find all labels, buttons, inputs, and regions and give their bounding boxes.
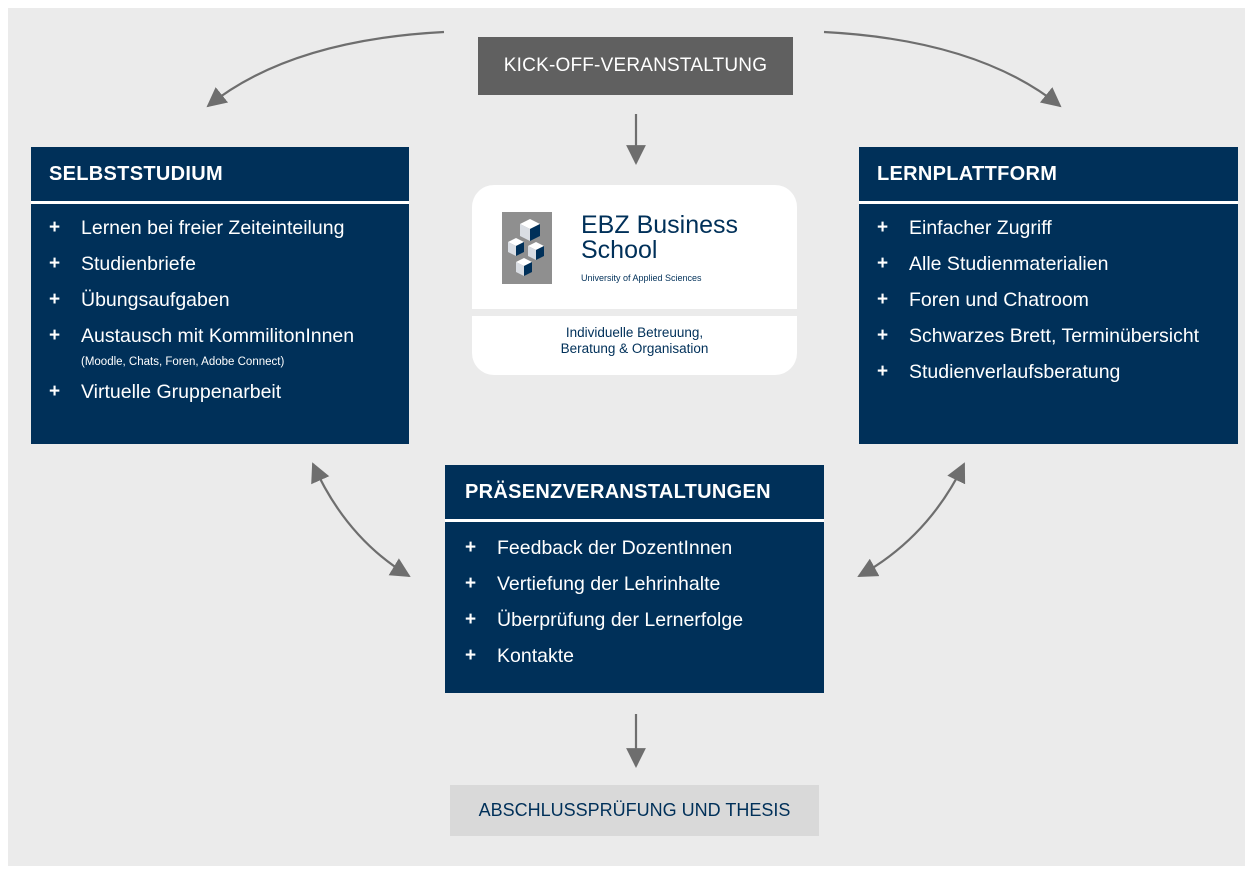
list-item-note: (Moodle, Chats, Foren, Adobe Connect) — [81, 356, 285, 368]
card-caption-line1: Individuelle Betreuung, — [565, 325, 704, 340]
final-exam-label: ABSCHLUSSPRÜFUNG UND THESIS — [478, 800, 791, 820]
logo-title: EBZ Business School — [581, 213, 738, 263]
selbststudium-box: SELBSTSTUDIUM + Lernen bei freier Zeitein… — [31, 147, 409, 444]
kickoff-label: KICK-OFF-VERANSTALTUNG — [503, 55, 768, 76]
lernplattform-box: LERNPLATTFORM + Einfacher Zugriff + Alle S… — [859, 147, 1238, 444]
list-item-label: Studienbriefe — [81, 253, 196, 275]
list-item-label: Vertiefung der Lehrinhalte — [497, 573, 721, 595]
plus-icon: + — [465, 645, 477, 666]
list-item: + Einfacher Zugriff — [877, 216, 1238, 240]
selbststudium-list: + Lernen bei freier Zeiteinteilung + Studi… — [31, 204, 409, 404]
list-item-label: Austausch mit KommilitonInnen — [81, 325, 355, 347]
plus-icon: + — [465, 609, 477, 630]
plus-icon: + — [877, 361, 889, 382]
lernplattform-title: LERNPLATTFORM — [859, 147, 1238, 204]
list-item: + Studienverlaufsberatung — [877, 360, 1238, 384]
plus-icon: + — [465, 537, 477, 558]
list-item: + Lernen bei freier Zeiteinteilung — [49, 216, 409, 240]
praesenzveranstaltungen-box: PRÄSENZVERANSTALTUNGEN + Feedback der Doz… — [445, 465, 824, 693]
logo-area: EBZ Business School University of Applie… — [472, 185, 797, 309]
plus-icon: + — [877, 289, 889, 310]
list-item-label: Virtuelle Gruppenarbeit — [81, 381, 282, 403]
list-item: + Vertiefung der Lehrinhalte — [465, 572, 824, 596]
logo-title-line1: EBZ Business — [581, 211, 739, 239]
card-caption: Individuelle Betreuung, Beratung & Organ… — [472, 325, 797, 357]
list-item: + Feedback der DozentInnen — [465, 536, 824, 560]
kickoff-box: KICK-OFF-VERANSTALTUNG — [478, 37, 793, 95]
logo-subtitle: University of Applied Sciences — [581, 273, 702, 283]
plus-icon: + — [49, 217, 61, 238]
plus-icon: + — [49, 381, 61, 402]
list-item-label: Studienverlaufsberatung — [909, 361, 1121, 383]
list-item: + Austausch mit KommilitonInnen — [49, 324, 409, 348]
list-item-label: Kontakte — [497, 645, 574, 667]
praesenz-title: PRÄSENZVERANSTALTUNGEN — [445, 465, 824, 522]
plus-icon: + — [465, 573, 477, 594]
plus-icon: + — [877, 217, 889, 238]
list-item-label: Foren und Chatroom — [909, 289, 1089, 311]
list-item-label: Überprüfung der Lernerfolge — [497, 609, 744, 631]
list-item: + Übungsaufgaben — [49, 288, 409, 312]
list-item-label: Feedback der DozentInnen — [497, 537, 733, 559]
list-item: + Foren und Chatroom — [877, 288, 1238, 312]
card-divider — [472, 309, 797, 316]
list-item: + Schwarzes Brett, Terminübersicht — [877, 324, 1238, 348]
plus-icon: + — [49, 253, 61, 274]
praesenz-list: + Feedback der DozentInnen + Vertiefung de… — [445, 522, 824, 668]
list-item-label: Übungsaufgaben — [81, 289, 230, 311]
list-item: + Alle Studienmaterialien — [877, 252, 1238, 276]
list-item-label: Einfacher Zugriff — [909, 217, 1052, 239]
plus-icon: + — [877, 253, 889, 274]
ebz-logo-card: EBZ Business School University of Applie… — [472, 185, 797, 375]
lernplattform-list: + Einfacher Zugriff + Alle Studienmaterial… — [859, 204, 1238, 384]
logo-title-line2: School — [581, 236, 658, 264]
list-item-label: Alle Studienmaterialien — [909, 253, 1109, 275]
list-item: + Kontakte — [465, 644, 824, 668]
card-caption-line2: Beratung & Organisation — [560, 341, 709, 356]
ebz-cubes-logo-icon — [502, 212, 552, 284]
list-item-label: Schwarzes Brett, Terminübersicht — [909, 325, 1200, 347]
final-exam-box: ABSCHLUSSPRÜFUNG UND THESIS — [450, 785, 819, 836]
selbststudium-title: SELBSTSTUDIUM — [31, 147, 409, 204]
plus-icon: + — [49, 289, 61, 310]
list-item: + Virtuelle Gruppenarbeit — [49, 380, 409, 404]
list-item-label: Lernen bei freier Zeiteinteilung — [81, 217, 345, 239]
list-item: + Studienbriefe — [49, 252, 409, 276]
list-item: + Überprüfung der Lernerfolge — [465, 608, 824, 632]
plus-icon: + — [49, 325, 61, 346]
plus-icon: + — [877, 325, 889, 346]
